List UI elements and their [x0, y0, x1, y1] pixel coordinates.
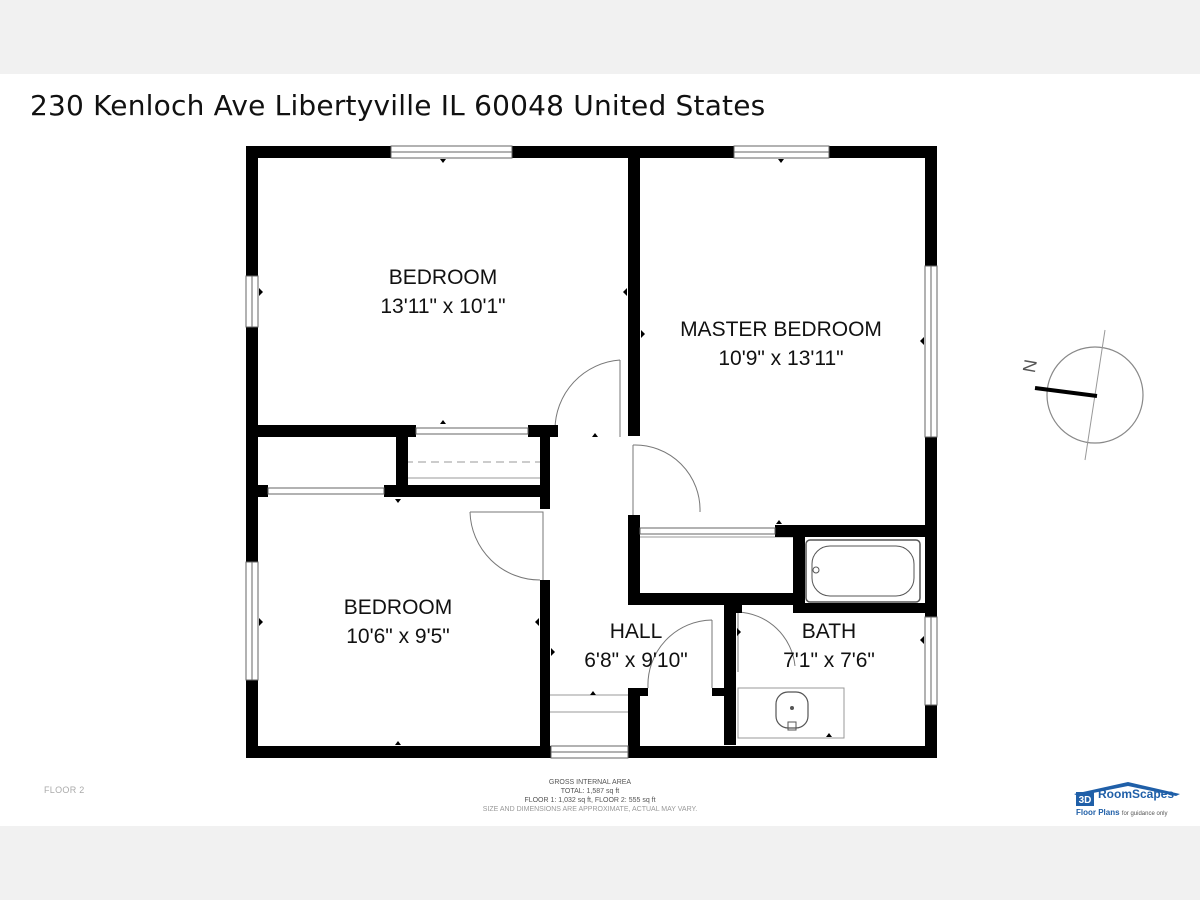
house-logo-icon: 3D — [1074, 782, 1180, 806]
room-dims-hall: 6'8" x 9'10" — [584, 649, 688, 672]
area-floors: FLOOR 1: 1,032 sq ft, FLOOR 2: 555 sq ft — [524, 797, 656, 804]
room-dims-bedroom-2: 10'6" x 9'5" — [346, 625, 450, 648]
logo-brand: RoomScapes — [1098, 787, 1175, 801]
room-name-hall: HALL — [610, 620, 663, 643]
room-dims-bath: 7'1" x 7'6" — [783, 649, 875, 672]
room-name-master-bedroom: MASTER BEDROOM — [680, 318, 882, 341]
north-arrow-icon: N — [1019, 329, 1144, 461]
room-labels: BEDROOM 13'11" x 10'1" MASTER BEDROOM 10… — [344, 266, 882, 672]
property-address: 230 Kenloch Ave Libertyville IL 60048 Un… — [30, 89, 766, 122]
north-label: N — [1019, 358, 1041, 374]
logo-tag-main: Floor Plans — [1076, 808, 1120, 817]
logo-tag-sub: for guidance only — [1121, 811, 1168, 817]
gross-internal-area: GROSS INTERNAL AREA TOTAL: 1,587 sq ft F… — [440, 778, 740, 814]
door-swings — [469, 359, 796, 689]
sink-icon — [775, 691, 809, 731]
area-total: TOTAL: 1,587 sq ft — [560, 788, 620, 795]
logo-tagline: Floor Plans for guidance only — [1076, 808, 1168, 817]
svg-text:3D: 3D — [1079, 795, 1092, 806]
room-name-bedroom-2: BEDROOM — [344, 596, 453, 619]
markers — [259, 159, 924, 745]
room-dims-master-bedroom: 10'9" x 13'11" — [718, 347, 843, 370]
windows — [245, 145, 938, 759]
roomscapes-logo: 3D RoomScapes Floor Plans for guidance o… — [1068, 780, 1186, 822]
room-name-bath: BATH — [802, 620, 856, 643]
bathtub-icon — [805, 539, 921, 603]
floor-label: FLOOR 2 — [44, 785, 85, 795]
room-dims-bedroom-1: 13'11" x 10'1" — [380, 295, 505, 318]
area-heading: GROSS INTERNAL AREA — [548, 779, 632, 786]
walls — [246, 146, 937, 758]
room-name-bedroom-1: BEDROOM — [389, 266, 498, 289]
area-note: SIZE AND DIMENSIONS ARE APPROXIMATE, ACT… — [482, 806, 698, 813]
floorplan-sheet — [0, 74, 1200, 826]
